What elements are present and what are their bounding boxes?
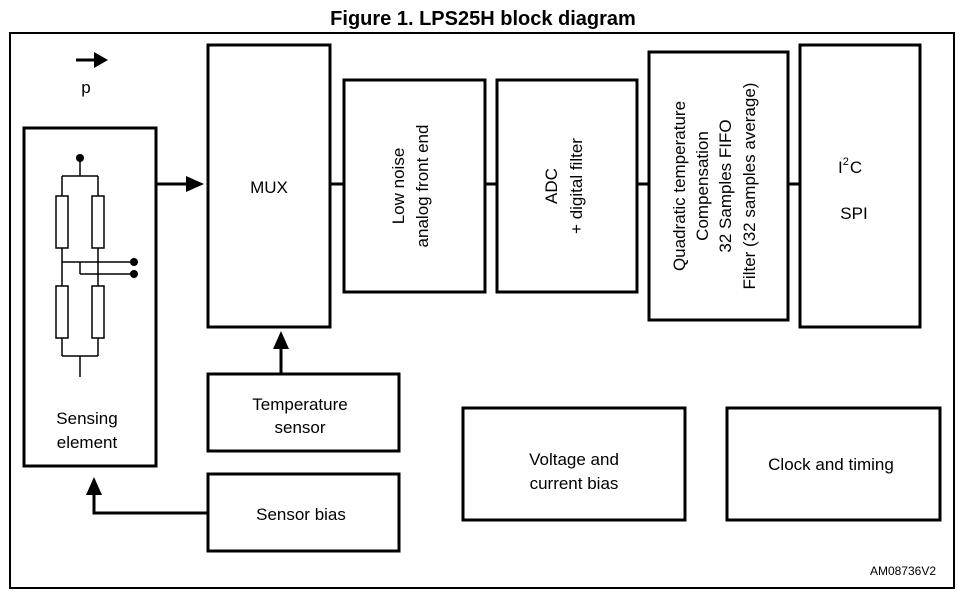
compensation-label-line1: Quadratic temperature	[670, 101, 689, 271]
pressure-label: p	[81, 78, 90, 97]
adc-block: ADC + digital filter	[495, 78, 639, 294]
i2c-label-tail: C	[850, 158, 862, 177]
i2c-label-sup: 2	[843, 156, 849, 168]
compensation-label-line2: Compensation	[693, 131, 712, 241]
sensor-bias-block: Sensor bias	[206, 472, 401, 553]
voltage-current-bias-block: Voltage and current bias	[461, 406, 687, 522]
sensor-bias-label: Sensor bias	[256, 505, 346, 524]
sensing-element-label-line1: Sensing	[56, 409, 117, 428]
adc-label-line1: ADC	[542, 168, 561, 204]
i2c-label-base: I	[838, 158, 843, 177]
temperature-sensor-block: Temperature sensor	[206, 372, 401, 453]
clock-timing-block: Clock and timing	[725, 406, 942, 522]
temperature-sensor-label-line2: sensor	[274, 418, 325, 437]
figure-title: Figure 1. LPS25H block diagram	[330, 8, 636, 30]
temperature-sensor-label-line1: Temperature	[252, 395, 347, 414]
compensation-label-line3: 32 Samples FIFO	[716, 119, 735, 252]
sensor-bias-to-sensing-arrow-icon	[86, 477, 208, 515]
voltage-bias-label-line1: Voltage and	[529, 450, 619, 469]
pressure-arrow-icon	[76, 52, 108, 68]
sensing-element-block: Sensing element	[22, 126, 158, 468]
temperature-to-mux-arrow-icon	[273, 331, 289, 374]
i2c-label: I2C	[838, 156, 862, 177]
mux-label: MUX	[250, 178, 288, 197]
analog-front-end-block: Low noise analog front end	[342, 78, 487, 294]
clock-timing-label: Clock and timing	[768, 455, 894, 474]
voltage-bias-label-line2: current bias	[530, 474, 619, 493]
compensation-label-line4: Filter (32 samples average)	[740, 83, 759, 290]
sensing-to-mux-arrow-icon	[156, 176, 204, 192]
analog-front-end-label-line2: analog front end	[413, 125, 432, 248]
interface-block: I2C SPI	[798, 43, 922, 329]
sensing-element-label-line2: element	[57, 433, 118, 452]
wheatstone-bridge-icon	[55, 154, 138, 377]
mux-block: MUX	[206, 43, 332, 329]
temperature-compensation-block: Quadratic temperature Compensation 32 Sa…	[647, 50, 790, 322]
spi-label: SPI	[840, 204, 867, 223]
adc-label-line2: + digital filter	[567, 138, 586, 234]
reference-code: AM08736V2	[870, 564, 936, 578]
analog-front-end-label-line1: Low noise	[389, 148, 408, 225]
